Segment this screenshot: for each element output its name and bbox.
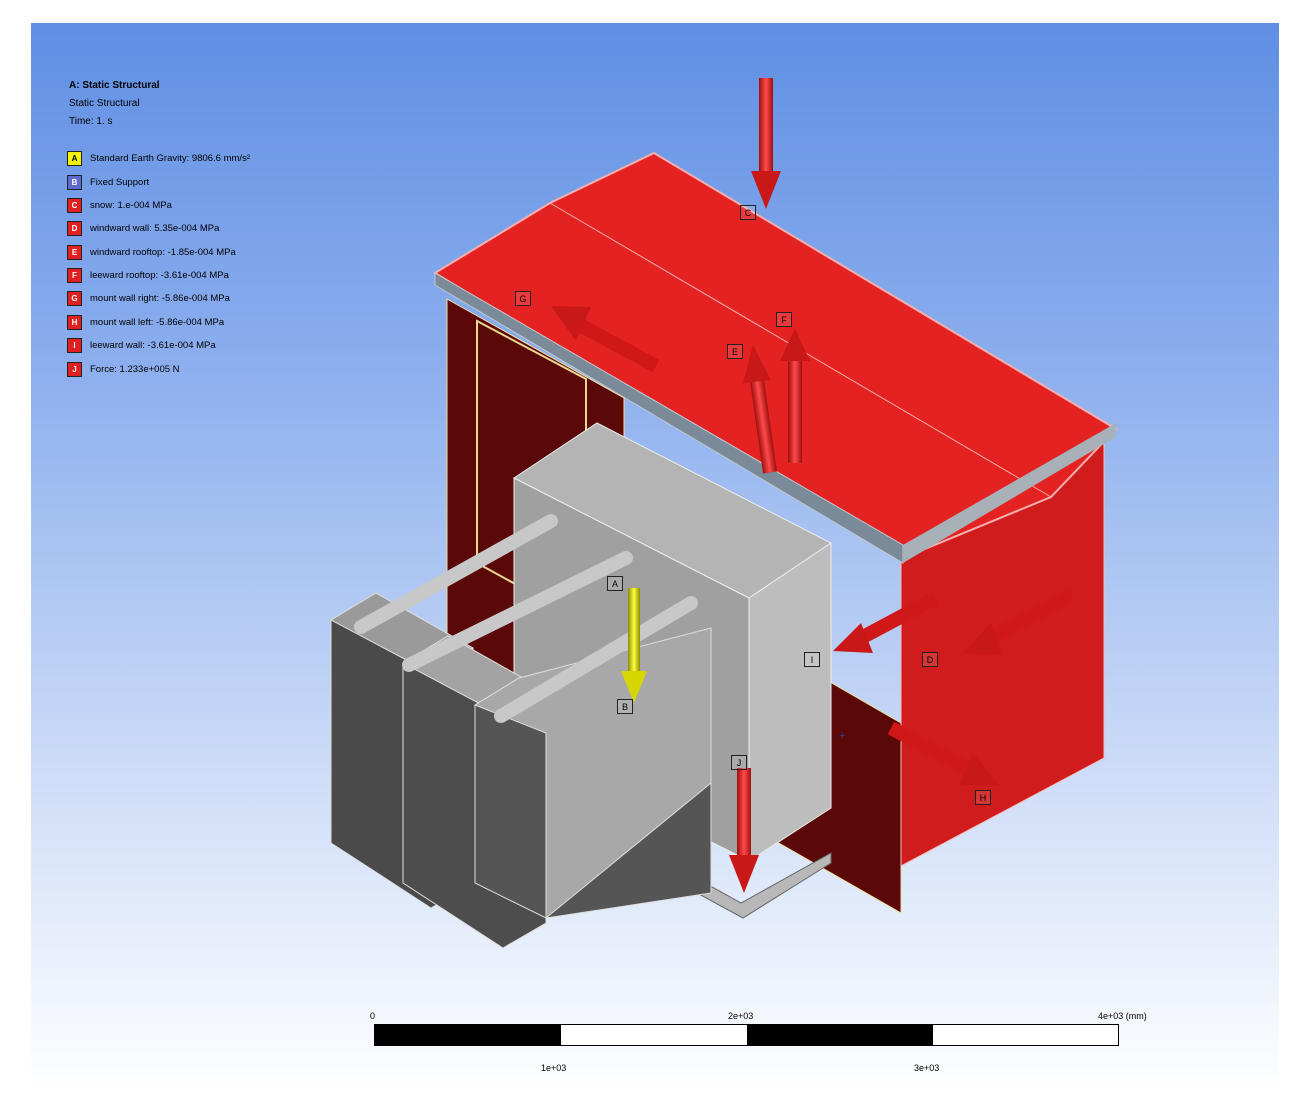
leeward-wall-arrow xyxy=(833,591,940,653)
leeward-roof-arrow xyxy=(780,328,810,463)
tag-mount-wall-left[interactable]: G xyxy=(515,291,531,306)
scale-segment-3 xyxy=(747,1025,933,1045)
tag-leeward-wall[interactable]: I xyxy=(804,652,820,667)
windward-wall-arrow xyxy=(963,588,1075,655)
tag-leeward-rooftop[interactable]: F xyxy=(776,312,792,327)
legend-text: mount wall right: -5.86e-004 MPa xyxy=(90,293,230,304)
tag-windward-rooftop[interactable]: E xyxy=(727,344,743,359)
mount-right-arrow xyxy=(887,721,999,785)
mount-left-arrow xyxy=(551,306,660,373)
legend-text: windward rooftop: -1.85e-004 MPa xyxy=(90,247,236,258)
legend-text: mount wall left: -5.86e-004 MPa xyxy=(90,317,225,328)
legend-row-fixed-support[interactable]: B Fixed Support xyxy=(67,174,149,191)
scale-label-2: 2e+03 xyxy=(728,1011,754,1021)
analysis-title: A: Static Structural xyxy=(69,80,160,91)
model-scene[interactable]: + xyxy=(31,23,1279,1091)
scale-label-4: 4e+03 (mm) xyxy=(1098,1011,1147,1021)
scale-label-3: 3e+03 xyxy=(914,1063,940,1073)
legend-text: snow: 1.e-004 MPa xyxy=(90,200,172,211)
tag-mount-wall-right[interactable]: H xyxy=(975,790,991,805)
legend-row-windward-rooftop[interactable]: E windward rooftop: -1.85e-004 MPa xyxy=(67,244,236,261)
tag-gravity[interactable]: A xyxy=(607,576,623,591)
analysis-subtitle: Static Structural xyxy=(69,98,140,109)
legend-row-mount-wall-left[interactable]: H mount wall left: -5.86e-004 MPa xyxy=(67,314,224,331)
radiator-pipe-2 xyxy=(402,551,633,672)
tag-snow[interactable]: C xyxy=(740,205,756,220)
scale-label-0: 0 xyxy=(370,1011,376,1021)
scale-bar-frame xyxy=(374,1024,1119,1046)
legend-key-a: A xyxy=(67,151,82,166)
legend-text: Fixed Support xyxy=(90,177,150,188)
legend-key-c: C xyxy=(67,198,82,213)
tag-force[interactable]: J xyxy=(731,755,747,770)
legend-key-g: G xyxy=(67,291,82,306)
scale-segment-1 xyxy=(375,1025,561,1045)
legend-text: Standard Earth Gravity: 9806.6 mm/s² xyxy=(90,153,250,164)
legend-row-mount-wall-right[interactable]: G mount wall right: -5.86e-004 MPa xyxy=(67,290,230,307)
legend-row-windward-wall[interactable]: D windward wall: 5.35e-004 MPa xyxy=(67,220,219,237)
windward-roof-arrow xyxy=(743,345,777,474)
legend-key-e: E xyxy=(67,245,82,260)
gravity-arrow[interactable] xyxy=(621,588,647,703)
analysis-time: Time: 1. s xyxy=(69,116,113,127)
legend-row-leeward-rooftop[interactable]: F leeward rooftop: -3.61e-004 MPa xyxy=(67,267,229,284)
legend-text: windward wall: 5.35e-004 MPa xyxy=(90,223,220,234)
legend-text: leeward rooftop: -3.61e-004 MPa xyxy=(90,270,229,281)
tag-fixed-support[interactable]: B xyxy=(617,699,633,714)
legend-key-b: B xyxy=(67,175,82,190)
triad-marker: + xyxy=(839,730,845,742)
graphics-viewport[interactable]: + A: Static Structural Static Structural… xyxy=(31,23,1279,1091)
legend-key-d: D xyxy=(67,221,82,236)
scale-label-1: 1e+03 xyxy=(541,1063,567,1073)
tag-windward-wall[interactable]: D xyxy=(922,652,938,667)
legend-row-snow[interactable]: C snow: 1.e-004 MPa xyxy=(67,197,172,214)
legend-text: leeward wall: -3.61e-004 MPa xyxy=(90,340,216,351)
radiator-pipe-3 xyxy=(494,596,698,723)
legend-row-force[interactable]: J Force: 1.233e+005 N xyxy=(67,361,180,378)
legend-row-leeward-wall[interactable]: I leeward wall: -3.61e-004 MPa xyxy=(67,337,216,354)
legend-text: Force: 1.233e+005 N xyxy=(90,364,180,375)
legend-key-f: F xyxy=(67,268,82,283)
legend-row-gravity[interactable]: A Standard Earth Gravity: 9806.6 mm/s² xyxy=(67,150,250,167)
legend-key-i: I xyxy=(67,338,82,353)
legend-key-h: H xyxy=(67,315,82,330)
radiator-pipe-1 xyxy=(354,514,558,634)
legend-key-j: J xyxy=(67,362,82,377)
roof-eave-edge-right xyxy=(903,423,1116,563)
force-arrow xyxy=(729,768,759,893)
snow-arrow xyxy=(751,78,781,209)
tank-right xyxy=(748,542,832,862)
